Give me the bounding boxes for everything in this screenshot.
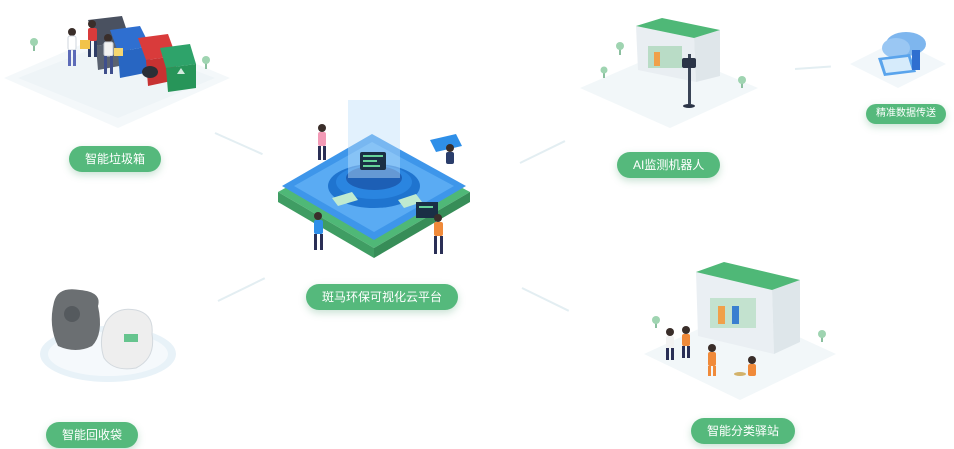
- sort-station-label: 智能分类驿站: [691, 418, 796, 444]
- smart-bin-label: 智能垃圾箱: [69, 146, 162, 172]
- recycle-bag-illustration: [40, 289, 176, 382]
- connector-line: [794, 65, 831, 70]
- connector-line: [519, 140, 566, 164]
- recycle-bag-label: 智能回收袋: [46, 422, 139, 448]
- data-transfer-label: 精准数据传送: [866, 104, 946, 124]
- smart-bin-illustration: [4, 16, 230, 128]
- connector-line: [217, 277, 266, 302]
- sort-station-illustration: [644, 262, 836, 400]
- data-transfer-illustration: [850, 32, 946, 88]
- center-platform-label: 斑马环保可视化云平台: [306, 284, 459, 310]
- ai-robot-label: AI监测机器人: [617, 152, 721, 178]
- ai-robot-illustration: [580, 18, 758, 128]
- cloud-platform-illustration: [278, 100, 470, 258]
- connector-line: [521, 287, 570, 312]
